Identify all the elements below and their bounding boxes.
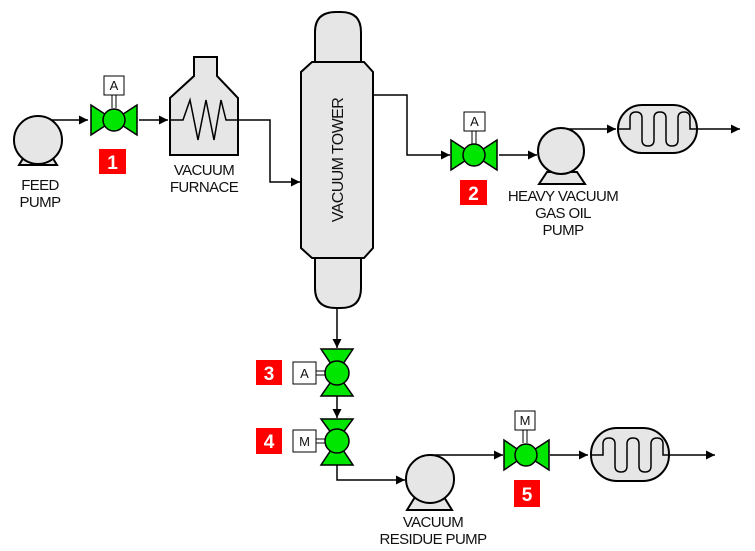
heat-exchanger-2[interactable] [590,427,670,482]
valve-4-mode[interactable]: M [299,434,310,449]
valve-1[interactable]: A 1 [90,75,138,174]
furnace-label-2: FURNACE [170,179,239,196]
tower-top-cap [314,11,362,63]
valve-3-badge [256,360,282,385]
hvgo-label-3: PUMP [543,222,585,239]
valve-1-actuator [102,108,126,132]
valve-3-actuator [324,360,350,386]
valve-1-badge [99,149,126,174]
valve-5-badge [514,480,540,507]
valve-1-number: 1 [107,153,118,174]
feed-pump-label-1: FEED [21,177,59,194]
valve-3-number: 3 [264,364,275,385]
feed-pump-label-2: PUMP [20,194,62,211]
valve-1-mode[interactable]: A [110,78,119,93]
residue-pump-label-1: VACUUM [403,514,463,531]
furnace-coil-icon [170,97,238,141]
tower-bottom-cap [314,249,362,309]
pump-base [537,171,587,185]
pump-body [405,454,455,504]
residue-pump[interactable]: VACUUM RESIDUE PUMP [380,454,488,548]
heat-exchanger-1[interactable] [617,104,698,154]
pump-body [537,127,585,175]
valve-2-actuator [462,143,486,167]
valve-5-actuator [514,443,538,467]
line-tower-to-valve2 [373,94,450,160]
valve-3-mode[interactable]: A [300,366,309,381]
line-valve4-to-residue-pump [336,465,405,485]
exchanger-coil-icon [591,437,669,473]
vacuum-tower[interactable]: VACUUM TOWER [300,11,374,309]
valve-4-badge [256,428,282,454]
valve-2[interactable]: A 2 [450,111,498,205]
valve-5-mode[interactable]: M [520,413,531,428]
valve-4-actuator-box [292,429,317,453]
furnace-body [169,56,239,156]
valve-1-actuator-box [103,75,125,96]
line-furnace-to-tower [239,119,300,187]
valve-2-actuator-box [463,111,486,132]
valve-2-mode[interactable]: A [470,114,479,129]
valve-5-number: 5 [522,485,533,506]
valve-5-actuator-box [514,410,536,431]
furnace-label-1: VACUUM [174,162,234,179]
valve-3[interactable]: A 3 [256,348,355,397]
valve-2-number: 2 [468,184,479,205]
valve-3-actuator-box [292,361,317,385]
tower-shell [300,61,374,259]
hvgo-label-1: HEAVY VACUUM [508,188,618,205]
valve-2-badge [460,180,487,205]
tower-label: VACUUM TOWER [330,98,347,222]
feed-pump[interactable]: FEED PUMP [13,115,63,211]
residue-pump-label-2: RESIDUE PUMP [380,531,488,548]
hvgo-label-2: GAS OIL [535,205,591,222]
pump-body [13,115,63,165]
hvgo-pump[interactable]: HEAVY VACUUM GAS OIL PUMP [508,127,619,239]
exchanger-coil-icon [618,111,697,147]
valve-5[interactable]: M 5 [503,410,550,507]
vacuum-furnace[interactable]: VACUUM FURNACE [169,56,239,196]
valve-4-number: 4 [264,432,275,453]
valve-4[interactable]: M 4 [256,418,355,466]
valve-4-actuator [324,428,350,454]
